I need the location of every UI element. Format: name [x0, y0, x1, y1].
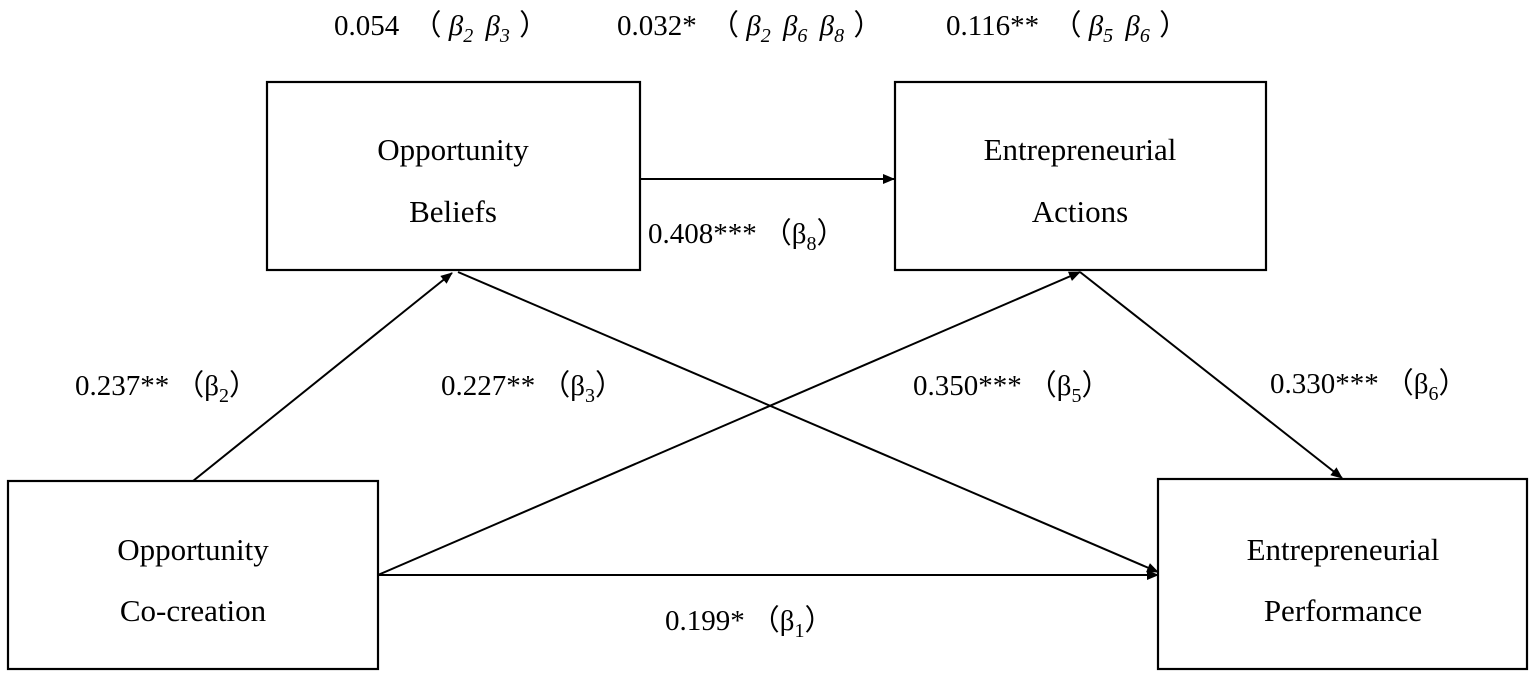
path-label-beta3: 0.227**（β3）	[441, 370, 624, 407]
path-label-beta8: 0.408***（β8）	[648, 218, 846, 255]
node-entrepreneurial-actions: Entrepreneurial Actions	[893, 80, 1268, 272]
node-entrepreneurial-performance: Entrepreneurial Performance	[1156, 477, 1529, 671]
indirect-effect-b2-b3: 0.054 （ β2 β3 ）	[334, 10, 548, 49]
node-label-line2: Beliefs	[409, 194, 497, 229]
path-label-beta6: 0.330***（β6）	[1270, 368, 1468, 405]
node-label-line2: Performance	[1264, 593, 1422, 628]
path-label-beta5: 0.350***（β5）	[913, 370, 1111, 407]
node-label-line1: Opportunity	[117, 532, 269, 567]
node-label-line1: Entrepreneurial	[1247, 532, 1440, 567]
path-label-beta2: 0.237**（β2）	[75, 370, 258, 407]
node-label-line1: Entrepreneurial	[984, 132, 1177, 167]
node-opportunity-beliefs: Opportunity Beliefs	[265, 80, 642, 272]
indirect-effect-b5-b6: 0.116** （ β5 β6 ）	[946, 10, 1188, 49]
edge-cocreation-to-actions	[377, 271, 1081, 576]
node-label-line2: Co-creation	[120, 593, 267, 628]
node-opportunity-cocreation: Opportunity Co-creation	[6, 479, 380, 671]
path-label-beta1: 0.199*（β1）	[665, 605, 834, 642]
indirect-effect-b2-b6-b8: 0.032* （ β2 β6 β8 ）	[617, 10, 882, 49]
edge-actions-to-performance	[1079, 271, 1343, 479]
node-label-line1: Opportunity	[377, 132, 529, 167]
node-label-line2: Actions	[1032, 194, 1128, 229]
edge-cocreation-to-beliefs	[192, 272, 453, 482]
edge-beliefs-to-performance	[457, 271, 1159, 573]
